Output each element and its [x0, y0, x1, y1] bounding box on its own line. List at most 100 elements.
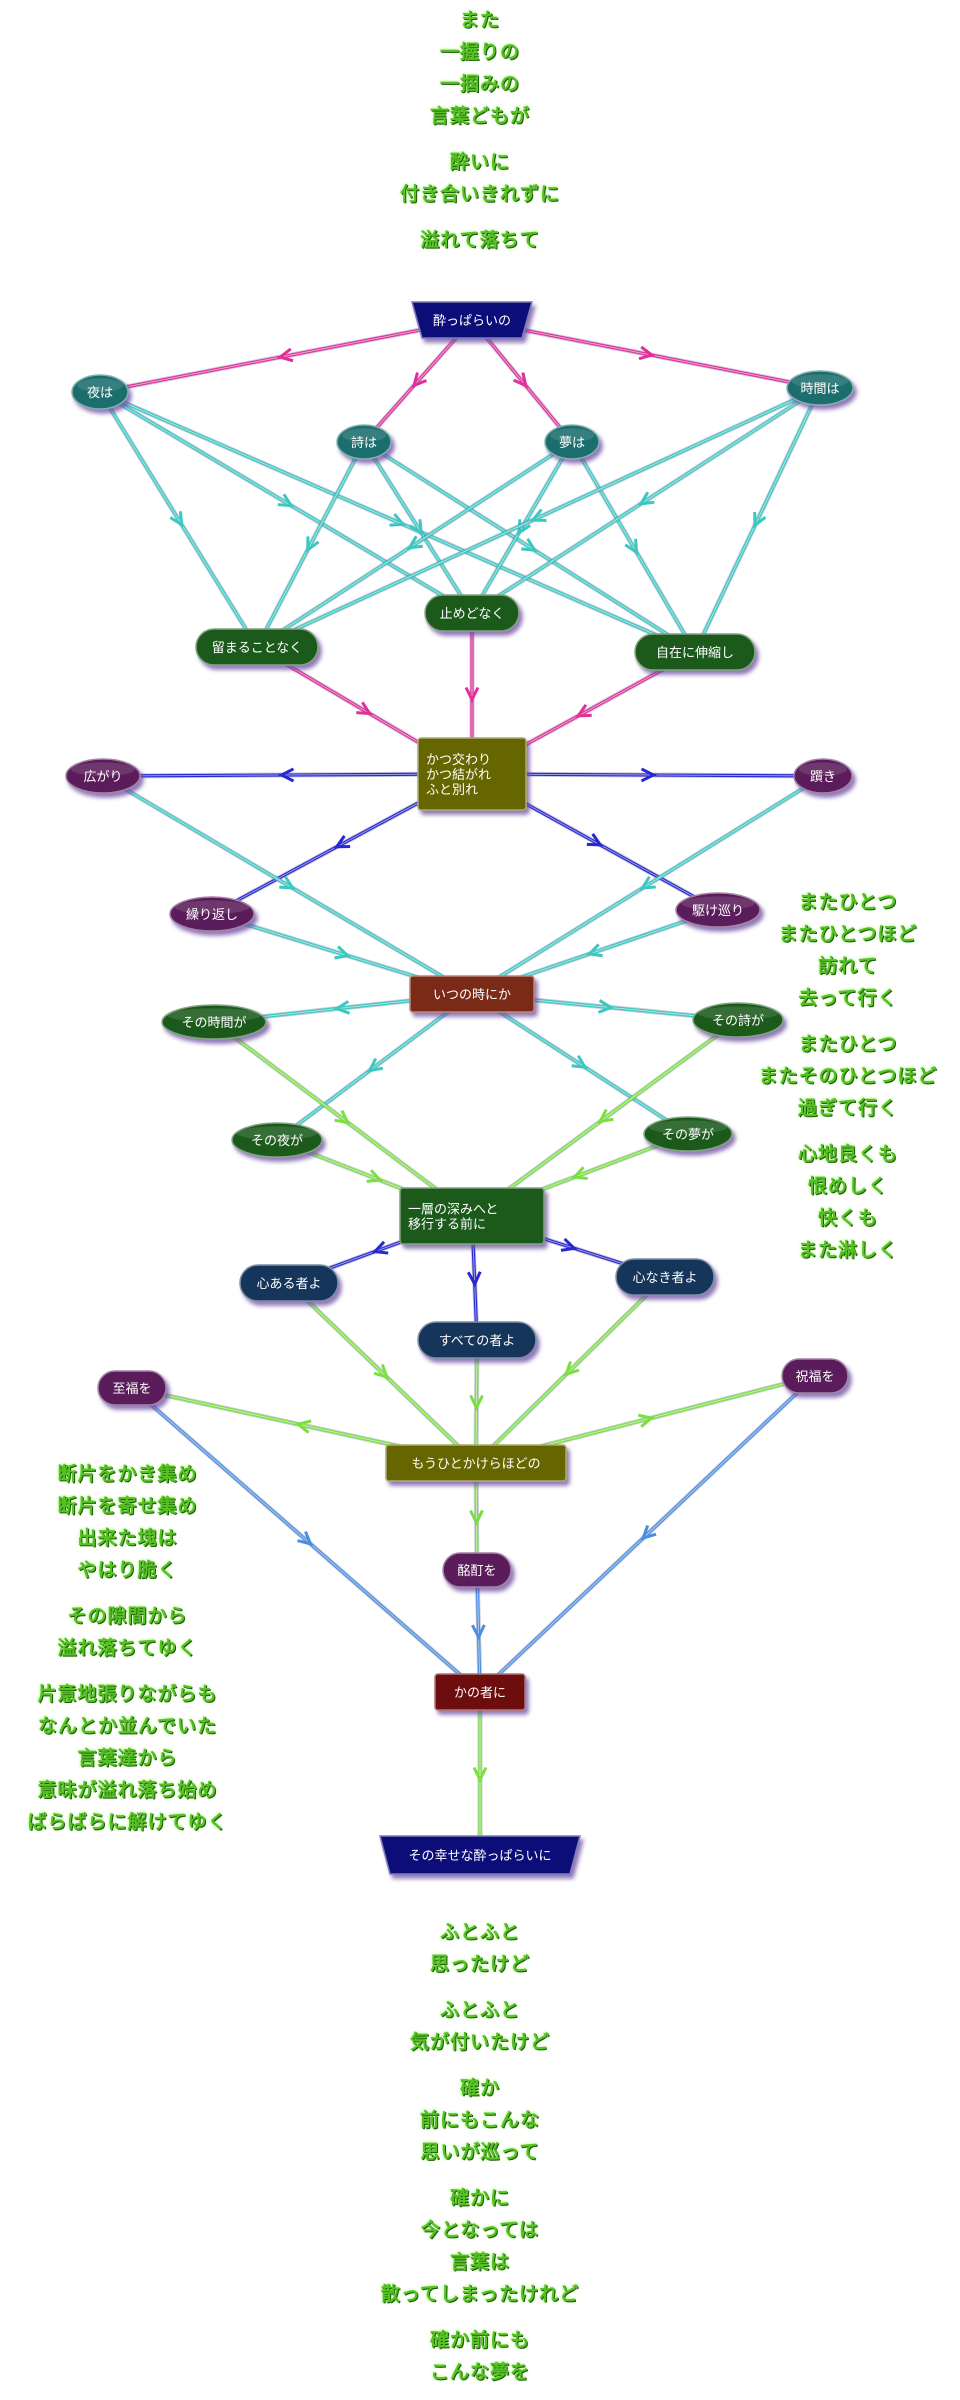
node-kanomono: かの者に — [434, 1673, 526, 1711]
node-label: 夜は — [87, 386, 113, 401]
edge-jikan-to-todomaru — [255, 385, 822, 650]
poem-line: 言葉どもが — [429, 105, 530, 127]
edge-katsu-to-tsumazuki — [471, 767, 824, 783]
edge-shukufuku-to-kanomono — [478, 1374, 817, 1694]
poem-line: 思ったけど — [429, 1953, 530, 1975]
node-label: 自在に伸縮し — [656, 645, 734, 661]
node-sonoyume: その夢が — [643, 1116, 733, 1152]
poem-top: また一握りの一掴みの言葉どもが酔いに付き合いきれずに溢れて落ちて — [380, 4, 580, 256]
poem-line: 酔いに — [449, 151, 510, 173]
edge-katsu-to-hirogari — [102, 767, 473, 783]
node-mouhitokake: もうひとかけらほどの — [385, 1444, 567, 1482]
poem-line: 去って行く — [798, 987, 898, 1009]
poem-line: 思いが巡って — [420, 2141, 540, 2163]
edge-yoru-to-tomedo — [98, 389, 474, 616]
node-hirogari: 広がり — [65, 758, 141, 794]
edge-itsunoma-to-sonoyume — [470, 991, 690, 1137]
node-label: いつの時にか — [433, 988, 511, 1003]
node-label: すべての者よ — [439, 1334, 516, 1349]
node-label: 広がり — [83, 770, 122, 785]
node-label: 駆け巡り — [692, 904, 744, 919]
edge-tsumazuki-to-itsunoma — [470, 773, 825, 997]
poem-line: 溢れて落ちて — [420, 229, 540, 251]
edge-sonouta-to-issou — [470, 1017, 740, 1219]
node-label: その夢が — [662, 1128, 714, 1143]
poem-line: 確か — [459, 2077, 500, 2099]
edge-uta-to-jizai — [362, 439, 697, 655]
poem-line: またひとつほど — [778, 923, 918, 945]
poem-line: ふとふと — [439, 1999, 520, 2021]
node-sonoyoru: その夜が — [231, 1122, 323, 1158]
edge-hirogari-to-itsunoma — [101, 773, 474, 997]
node-shifuku-l: 至福を — [97, 1370, 167, 1406]
node-kokoronaki: 心なき者よ — [615, 1258, 715, 1296]
node-subete: すべての者よ — [417, 1321, 537, 1359]
node-label: 止めどなく — [440, 607, 505, 622]
node-tsumazuki: 躓き — [793, 758, 853, 794]
node-label: 一層の深みへと — [408, 1203, 498, 1218]
poem-line: 一握りの — [439, 41, 520, 63]
node-label: その夜が — [251, 1134, 303, 1149]
edge-top-to-yoru — [99, 317, 473, 395]
poem-line: その隙間から — [67, 1605, 188, 1627]
poem-line: 片意地張りながらも — [37, 1683, 218, 1705]
edge-kokoronaki-to-mouhitokake — [474, 1275, 667, 1465]
node-layer: 酔っぱらいの夜は詩は夢は時間は留まることなく止めどなく自在に伸縮しかつ交わりかつ… — [65, 301, 854, 1875]
poem-line: 一掴みの — [439, 73, 520, 95]
node-label: 酔っぱらいの — [433, 314, 511, 329]
node-shukufuku: 祝福を — [781, 1358, 849, 1394]
poem-line: またひとつ — [798, 891, 898, 913]
poem-left: 断片をかき集め断片を寄せ集め出来た塊はやはり脆くその隙間から溢れ落ちてゆく片意地… — [0, 1458, 255, 1838]
edge-yume-to-todomaru — [255, 439, 574, 650]
edge-sonojikan-to-issou — [212, 1020, 474, 1218]
node-label: かつ交わり — [426, 752, 491, 768]
poem-line: 恨めしく — [807, 1175, 888, 1197]
edge-kanomono-to-bottom — [472, 1692, 488, 1855]
edge-yoru-to-jizai — [98, 389, 697, 655]
poem-line: またそのひとつほど — [758, 1065, 938, 1087]
node-label: 移行する前に — [408, 1217, 486, 1233]
poem-line: ばらばらに解けてゆく — [27, 1811, 228, 1833]
node-yoru: 夜は — [71, 374, 129, 410]
node-label: その幸せな酔っぱらいに — [408, 1849, 551, 1864]
poem-line: やはり脆く — [77, 1559, 178, 1581]
edge-shifuku_l-to-kanomono — [130, 1386, 482, 1694]
edge-jikan-to-jizai — [692, 386, 823, 654]
node-label: その詩が — [712, 1014, 764, 1029]
edge-yoru-to-todomaru — [97, 390, 260, 649]
poem-bottom: ふとふと思ったけどふとふと気が付いたけど確か前にもこんな思いが巡って確かに今とな… — [380, 1916, 580, 2388]
poem-line: ふとふと — [439, 1921, 520, 1943]
edge-uta-to-tomedo — [361, 440, 475, 615]
node-itsunoma: いつの時にか — [409, 975, 535, 1013]
edge-itsunoma-to-sonoyoru — [275, 991, 474, 1143]
node-tomedo: 止めどなく — [424, 594, 520, 632]
node-kakemeguri: 駆け巡り — [675, 892, 761, 928]
edge-subete-to-mouhitokake — [469, 1339, 484, 1464]
node-uta: 詩は — [336, 424, 392, 460]
poem-line: こんな夢を — [429, 2361, 530, 2383]
edge-meitei-to-kanomono — [471, 1569, 486, 1693]
poem-line: 言葉は — [449, 2251, 510, 2273]
edge-kokoroaru-to-mouhitokake — [287, 1281, 478, 1465]
node-label: かつ結がれ — [426, 768, 491, 783]
edge-top-to-yume — [470, 318, 574, 444]
node-label: もうひとかけらほどの — [411, 1457, 540, 1472]
poem-line: 心地良くも — [797, 1143, 898, 1165]
edge-uta-to-todomaru — [254, 440, 367, 649]
poem-line: 気が付いたけど — [409, 2031, 550, 2053]
edge-jikan-to-tomedo — [470, 385, 822, 616]
edge-top-to-jikan — [471, 317, 821, 391]
poem-line: 意味が溢れ落ち始め — [37, 1779, 218, 1801]
node-sonouta: その詩が — [692, 1002, 784, 1038]
node-meitei: 酩酊を — [442, 1552, 512, 1588]
poem-line: 訪れて — [818, 955, 878, 977]
edge-yume-to-tomedo — [469, 440, 575, 615]
poem-line: 散ってしまったけれど — [380, 2283, 580, 2305]
node-todomaru: 留まることなく — [195, 628, 319, 666]
poem-line: また淋しく — [797, 1239, 898, 1261]
node-sonojikan: その時間が — [161, 1004, 267, 1040]
node-label: 夢は — [559, 436, 585, 451]
